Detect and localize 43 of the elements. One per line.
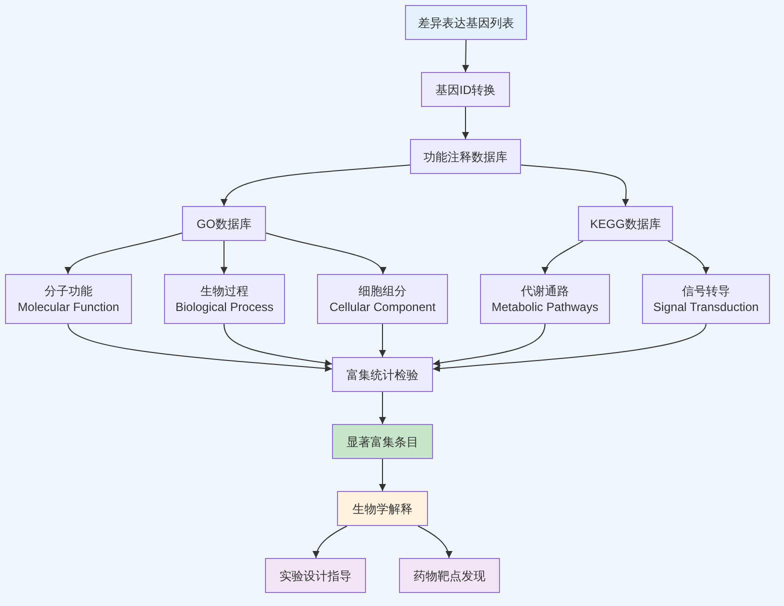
- process-box: 生物学解释: [337, 491, 428, 526]
- process-box: GO数据库: [182, 206, 266, 241]
- node-title: 分子功能: [44, 283, 92, 299]
- process-box: 富集统计检验: [332, 357, 433, 392]
- arrow: [379, 458, 386, 492]
- node-title: 生物过程: [200, 283, 248, 299]
- node-title: 代谢通路: [521, 283, 569, 299]
- arrow: [379, 324, 386, 358]
- arrow: [266, 232, 385, 274]
- process-box: [5, 274, 132, 324]
- arrow: [542, 240, 584, 274]
- process-box: 基因ID转换: [421, 72, 510, 107]
- node-title: 信号转导: [682, 283, 730, 299]
- node-title: 细胞组分: [358, 283, 406, 299]
- arrow: [222, 164, 410, 206]
- process-box: [642, 274, 770, 324]
- arrow: [432, 324, 706, 372]
- arrow: [379, 392, 386, 424]
- node-subtitle: Biological Process: [175, 299, 274, 315]
- process-box: 功能注释数据库: [410, 139, 521, 174]
- arrow: [520, 164, 630, 206]
- arrow: [313, 526, 348, 558]
- node-subtitle: Cellular Component: [329, 299, 436, 315]
- arrow: [668, 240, 709, 274]
- arrow: [66, 232, 182, 274]
- process-box: [317, 274, 448, 324]
- process-box: 实验设计指导: [265, 558, 366, 593]
- node-subtitle: Molecular Function: [18, 299, 120, 315]
- process-box: 显著富集条目: [332, 424, 433, 459]
- node-subtitle: Metabolic Pathways: [492, 299, 598, 315]
- arrow: [224, 324, 332, 366]
- arrow: [68, 324, 332, 372]
- process-box: 药物靶点发现: [399, 558, 500, 593]
- arrow: [220, 240, 228, 274]
- arrow: [462, 40, 470, 72]
- process-box: KEGG数据库: [578, 206, 673, 241]
- process-box: [164, 274, 285, 324]
- process-box: 差异表达基因列表: [405, 5, 527, 40]
- arrow: [418, 526, 452, 558]
- arrow: [432, 324, 546, 366]
- node-subtitle: Signal Transduction: [653, 299, 759, 315]
- arrow: [462, 106, 469, 140]
- process-box: [480, 274, 610, 324]
